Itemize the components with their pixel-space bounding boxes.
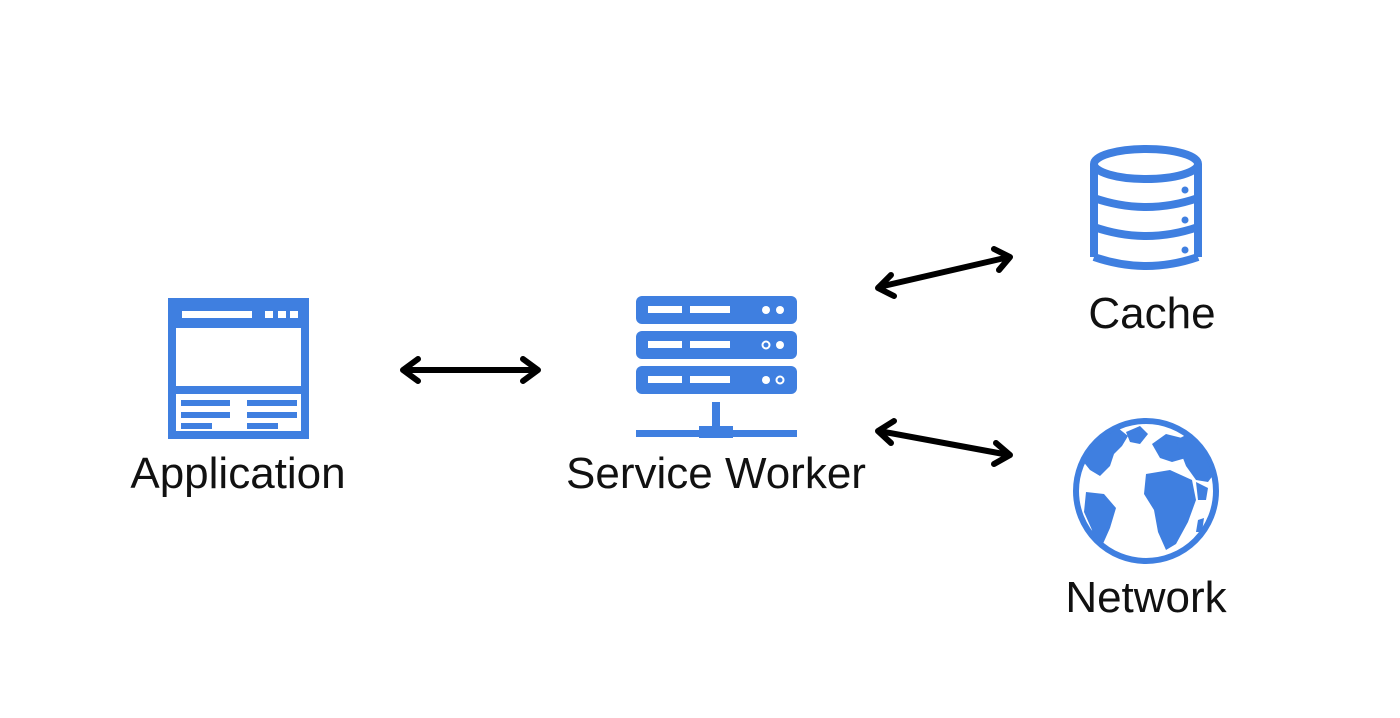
globe-icon	[1073, 418, 1219, 564]
cache-label: Cache	[1088, 289, 1215, 338]
application-label: Application	[130, 449, 345, 498]
server-rack-icon	[636, 296, 797, 438]
browser-window-icon	[168, 298, 309, 439]
network-label: Network	[1065, 573, 1227, 622]
arrow-application-service-worker	[400, 356, 541, 384]
database-icon	[1090, 145, 1202, 270]
service-worker-label: Service Worker	[566, 449, 866, 498]
arrow-service-worker-cache	[875, 246, 1013, 299]
arrow-service-worker-network	[875, 418, 1013, 467]
